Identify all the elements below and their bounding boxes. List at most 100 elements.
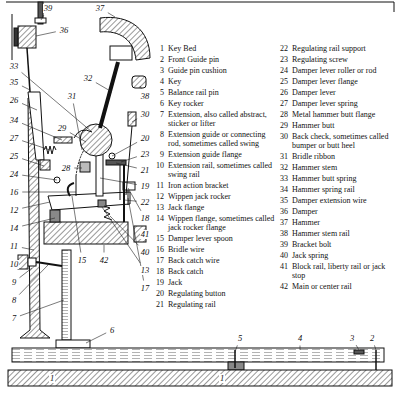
part-name: Bridle wire (168, 245, 280, 254)
leader-line (116, 163, 137, 168)
part-name: Back check, sometimes called bumper or b… (292, 132, 396, 150)
callout-number: 4 (297, 334, 303, 343)
leader-line (22, 192, 76, 193)
key-number: 4 (148, 77, 164, 86)
callout-number: 21 (140, 166, 151, 175)
callout-number: 15 (77, 256, 88, 265)
damper-spoon (68, 183, 74, 196)
key-number: 12 (148, 192, 164, 201)
key-number: 29 (272, 121, 288, 130)
key-number: 34 (272, 185, 288, 194)
part-name: Hammer stem rail (292, 229, 396, 238)
part-name: Extension guide flange (168, 150, 280, 159)
callout-number: 7 (11, 314, 17, 323)
callout-number: 26 (9, 96, 20, 105)
part-name: Key (168, 77, 280, 86)
key-number: 20 (148, 289, 164, 298)
part-name: Back catch wire (168, 256, 280, 265)
part-name: Key Bed (168, 44, 280, 53)
leader-line (300, 346, 301, 351)
key-number: 42 (272, 282, 288, 291)
key-number: 15 (148, 234, 164, 243)
callout-number: 19 (140, 182, 151, 191)
callout-number: 23 (140, 150, 151, 159)
back-check (128, 112, 136, 126)
key-number: 16 (148, 245, 164, 254)
part-name: Block rail, liberty rail or jack stop (292, 262, 396, 280)
balance-pin (234, 350, 236, 368)
callout-number: 1 (49, 374, 55, 383)
part-name: Jack spring (292, 251, 396, 260)
key-number: 7 (148, 110, 164, 119)
part-name: Metal hammer butt flange (292, 110, 396, 119)
key-number: 17 (148, 256, 164, 265)
callout-number: 33 (9, 62, 20, 71)
callout-number: 16 (9, 188, 20, 197)
part-name: Jack (168, 278, 280, 287)
regulating-screw (120, 160, 121, 200)
part-name: Back catch (168, 267, 280, 276)
callout-number: 27 (9, 134, 20, 143)
damper-wire (27, 48, 30, 92)
key (12, 348, 384, 362)
callout-number: 3 (349, 334, 355, 343)
key-number: 36 (272, 207, 288, 216)
key-number: 24 (272, 66, 288, 75)
key-number: 25 (272, 77, 288, 86)
callout-number: 37 (95, 4, 106, 13)
callout-number: 29 (57, 124, 68, 133)
key-number: 6 (148, 99, 164, 108)
key-number: 1 (148, 44, 164, 53)
callout-number: 34 (9, 116, 20, 125)
part-name: Jack flange (168, 203, 280, 212)
part-name: Damper lever flange (292, 77, 396, 86)
part-name: Iron action bracket (168, 181, 280, 190)
leader-line (140, 86, 141, 89)
wippen-flange (50, 210, 60, 222)
callout-number: 8 (11, 296, 17, 305)
damper-lever (28, 92, 44, 160)
part-name: Wippen flange, sometimes called jack roc… (168, 214, 280, 232)
key-number: 38 (272, 229, 288, 238)
string (12, 14, 13, 60)
callout-number: 30 (140, 110, 151, 119)
callout-number: 28 (61, 164, 72, 173)
wippen (48, 192, 130, 210)
leader-line (20, 300, 64, 316)
leader-line (356, 345, 359, 350)
sticker (62, 250, 71, 340)
jack (96, 150, 103, 196)
part-name: Key rocker (168, 99, 280, 108)
leader-line (132, 119, 137, 122)
callout-number: 6 (109, 326, 115, 335)
callout-number: 39 (43, 4, 54, 13)
callout-number: 17 (140, 284, 151, 293)
frame-line (6, 2, 394, 12)
guide-cushion (354, 350, 364, 354)
key-number: 39 (272, 240, 288, 249)
hammer-rail (132, 76, 146, 88)
key-number: 28 (272, 110, 288, 119)
callout-number: 42 (99, 256, 110, 265)
callout-number: 11 (9, 242, 19, 251)
part-name: Regulating rail (168, 300, 280, 309)
part-name: Regulating button (168, 289, 280, 298)
key-number: 21 (148, 300, 164, 309)
callout-number: 2 (369, 334, 375, 343)
leader-line (108, 13, 115, 17)
callout-number: 24 (9, 170, 20, 179)
key-number: 35 (272, 196, 288, 205)
part-name: Damper (292, 207, 396, 216)
leader-line (22, 72, 92, 132)
leader-line (104, 245, 105, 253)
key-number: 41 (272, 262, 288, 271)
part-name: Balance rail pin (168, 88, 280, 97)
callout-number: 9 (11, 278, 17, 287)
jack-spring (104, 206, 112, 220)
leader-line (96, 83, 112, 92)
key-bed (8, 370, 392, 386)
part-name: Regulating screw (292, 55, 396, 64)
balance-rail (228, 362, 244, 370)
part-name: Damper lever spoon (168, 234, 280, 243)
